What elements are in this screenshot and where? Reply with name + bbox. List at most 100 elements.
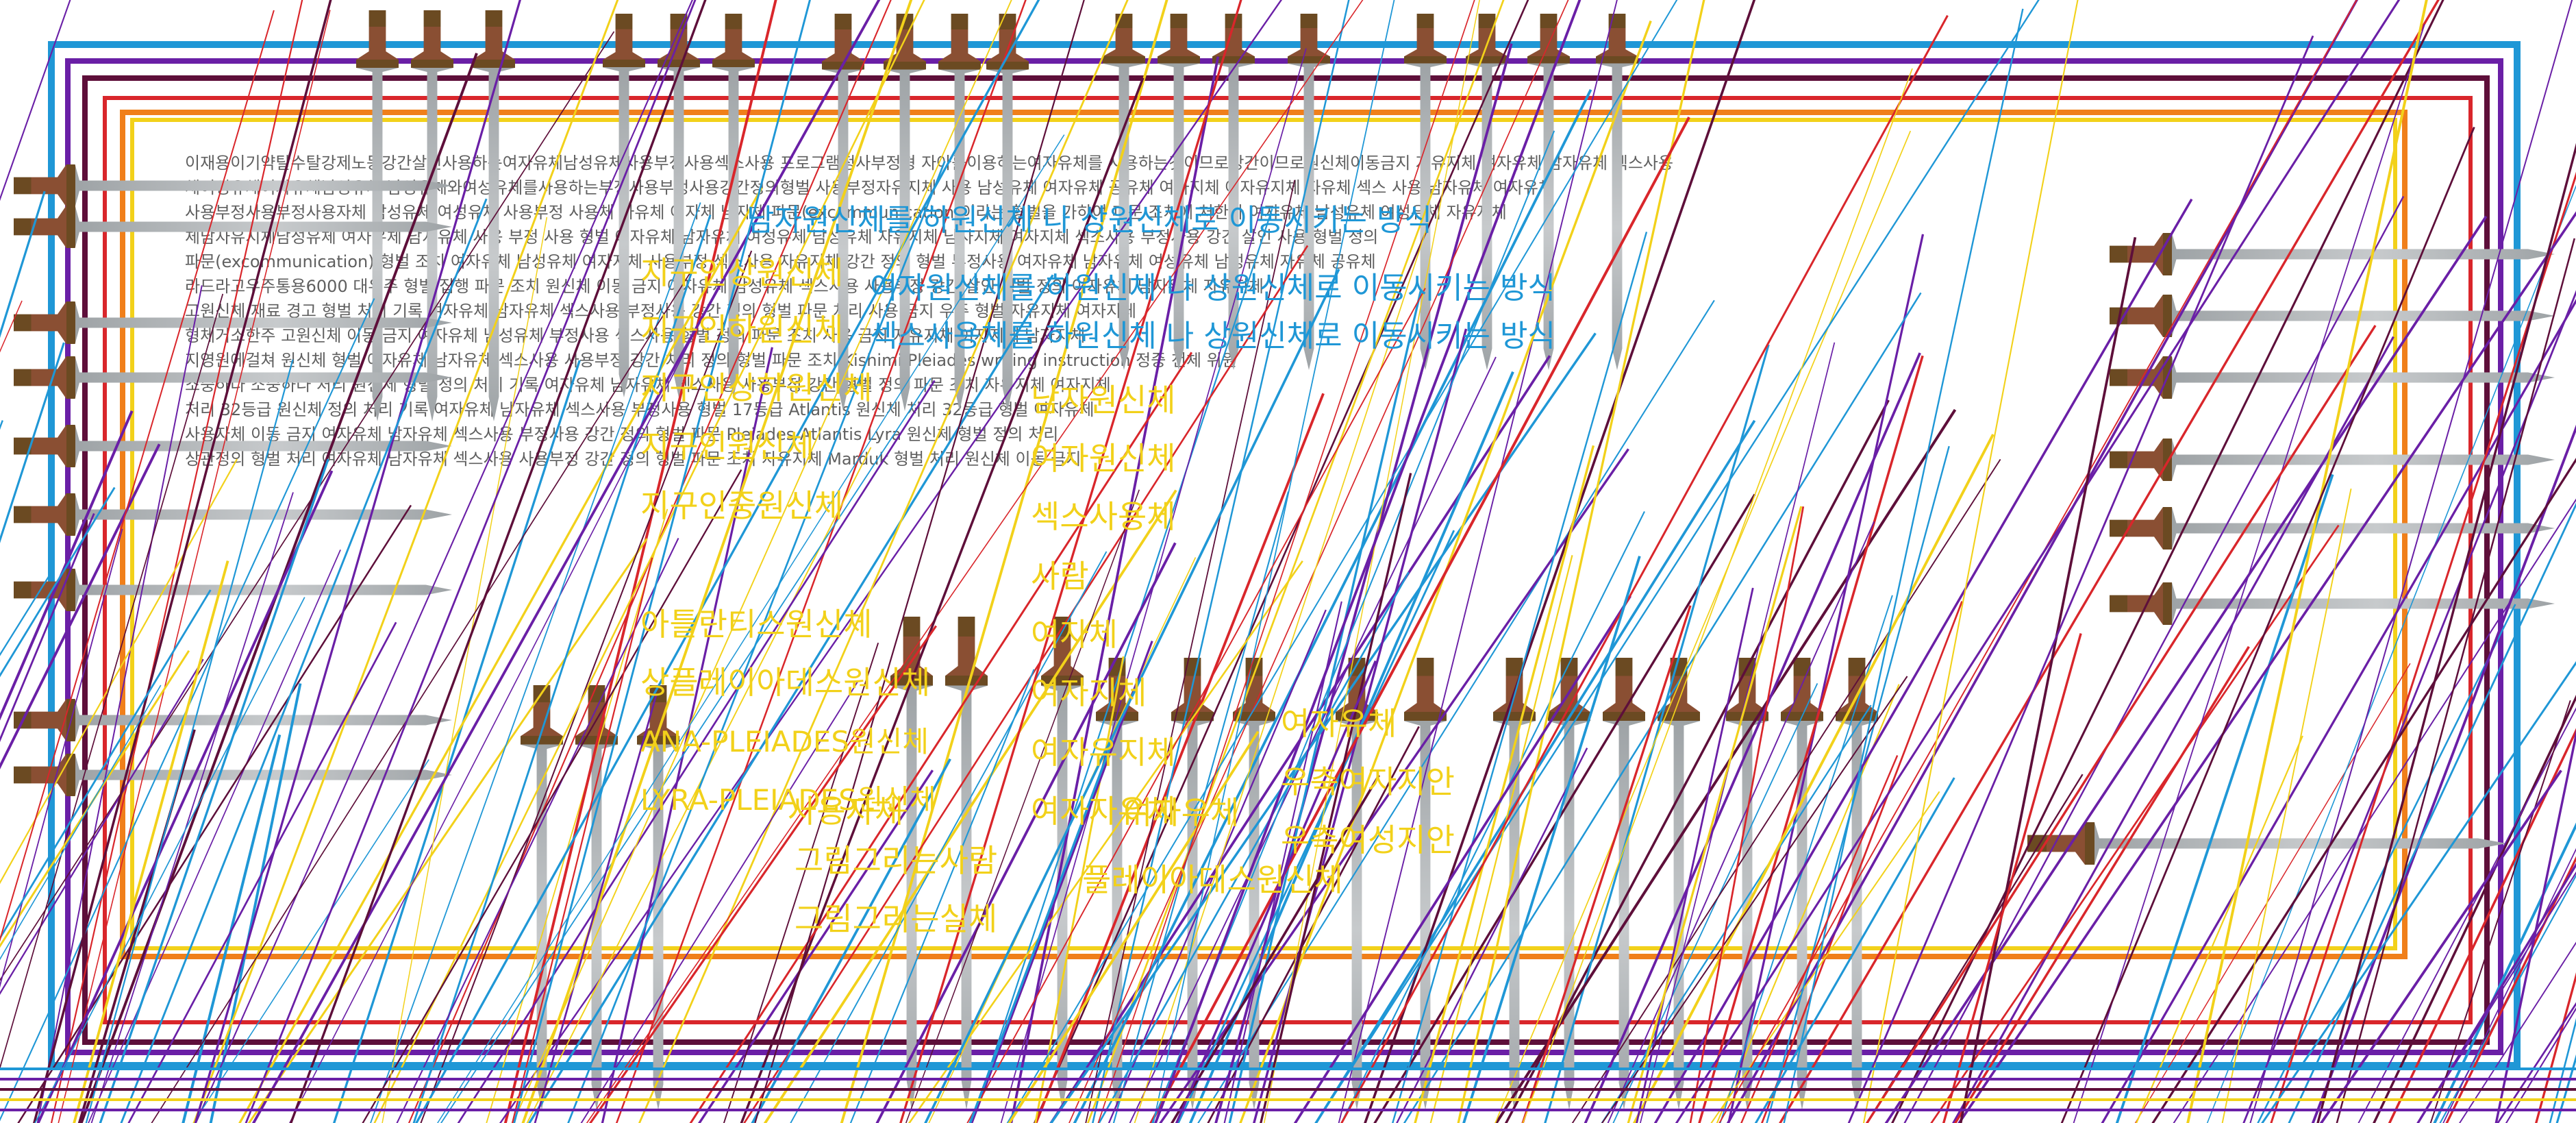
diagonal-line <box>2555 1054 2576 1123</box>
diagonal-line <box>1740 755 1899 1123</box>
diagonal-line <box>601 347 773 1123</box>
diagonal-line <box>1159 448 1629 1123</box>
diagonal-line <box>1522 68 1913 1123</box>
diagonal-line <box>1959 236 2137 1123</box>
diagonal-line <box>414 0 1040 1123</box>
diagonal-line <box>2442 848 2576 1123</box>
diagonal-line <box>1197 299 1715 1123</box>
diagonal-line <box>0 589 212 940</box>
diagonal-line <box>1340 14 1949 1123</box>
diagonal-line <box>2060 126 2475 1123</box>
diagonal-line <box>1862 0 2079 1123</box>
yellow-label: 여자유지체 <box>1031 734 1176 771</box>
diagonal-line <box>1495 408 1957 1123</box>
diagonal-line <box>534 695 658 1123</box>
diagonal-line <box>0 486 116 678</box>
diagonal-line <box>1632 434 1994 1123</box>
diagonal-line <box>1884 215 2488 1123</box>
yellow-label: 플레이아데스원신체 <box>1082 861 1343 898</box>
diagonal-line <box>192 759 429 1123</box>
yellow-label: 여자자유체 <box>1031 793 1176 830</box>
diagonal-line <box>2249 0 2573 1123</box>
diagonal-line <box>457 380 936 1123</box>
diagonal-line <box>1627 506 1803 1123</box>
diagonal-line <box>1726 0 2359 1123</box>
diagonal-line <box>0 528 123 988</box>
diagonal-line <box>289 288 718 1123</box>
diagonal-line <box>790 551 1108 1123</box>
yellow-label: ANA-PLEIADES원신체 <box>640 725 929 758</box>
diagonal-line <box>127 621 397 1123</box>
diagonal-line <box>396 537 679 1123</box>
diagonal-line <box>0 342 65 543</box>
diagonal-line <box>1340 511 1645 1123</box>
diagonal-line <box>723 642 879 1123</box>
diagonal-line <box>182 734 282 1123</box>
diagonal-line <box>2288 502 2576 1123</box>
diagonal-line <box>1175 660 1377 1123</box>
diagonal-line <box>503 0 777 1123</box>
diagonal-line <box>1098 571 1410 1123</box>
yellow-label: 아틀란티스원신체 <box>640 606 873 643</box>
diagonal-line <box>1521 605 1692 1123</box>
diagonal-line <box>2270 171 2576 1123</box>
diagonal-line <box>1779 0 2440 1123</box>
diagonal-line <box>1783 8 2024 1123</box>
diagonal-line <box>2433 822 2576 1123</box>
diagonal-line <box>247 538 648 1123</box>
diagonal-line <box>968 739 1114 1123</box>
diagonal-line <box>0 458 238 885</box>
diagonal-line <box>85 359 294 1123</box>
diagonal-line <box>2319 769 2562 1123</box>
diagonal-line <box>1953 645 2250 1123</box>
diagonal-line <box>362 469 742 1123</box>
diagonal-line <box>740 77 1145 1123</box>
diagonal-line <box>908 560 1303 1123</box>
diagonal-line <box>1263 0 1480 1123</box>
diagonal-line <box>526 447 872 1123</box>
diagonal-line <box>1607 521 1875 1123</box>
diagonal-line <box>1228 291 1422 1123</box>
diagonal-line <box>0 443 161 769</box>
body-text-line: 고원신체 재료 경고 형벌 처리 기록 여자유체 남자유체 섹스사용 부정사용 … <box>185 301 1137 321</box>
diagonal-line <box>73 560 229 1123</box>
yellow-label: LYRA-PLEIADES원신체 <box>640 783 936 817</box>
diagonal-line <box>2073 23 2425 1123</box>
diagonal-line <box>33 0 332 1123</box>
diagonal-line <box>370 202 701 1123</box>
diagonal-line <box>1097 0 1475 1123</box>
diagonal-line <box>2535 972 2576 1123</box>
diagonal-line <box>1495 130 1912 1123</box>
outer-blue-frame <box>48 41 2521 1069</box>
diagonal-line <box>2416 863 2576 1123</box>
diagonal-line <box>2458 941 2576 1123</box>
diagonal-line <box>2242 290 2576 1123</box>
diagonal-line <box>1006 0 1678 1123</box>
diagonal-line <box>2358 707 2576 1123</box>
diagonal-line <box>899 0 1242 1123</box>
yellow-label: 여자우체 <box>1123 794 1240 831</box>
diagonal-line <box>50 0 303 1123</box>
diagonal-line <box>763 489 1177 1123</box>
diagonal-line <box>586 0 1364 1123</box>
diagonal-line <box>2221 489 2352 1123</box>
diagonal-line <box>2336 238 2576 1123</box>
diagonal-line <box>966 288 1426 1123</box>
diagonal-line <box>120 198 488 1123</box>
diagonal-line <box>1112 491 1290 1123</box>
diagonal-line <box>1847 35 2314 1123</box>
yellow-label: 여자원신체 <box>1031 440 1176 477</box>
diagonal-line <box>1457 0 1705 1123</box>
diagonal-line <box>34 597 305 1123</box>
yellow-label: 그림그리는실체 <box>795 900 998 937</box>
diagonal-line <box>2429 700 2571 1123</box>
diagonal-line <box>0 298 375 1122</box>
diagonal-line <box>0 293 224 1070</box>
diagonal-line <box>192 0 619 1123</box>
diagonal-line <box>1761 601 1963 1123</box>
diagonal-line <box>697 769 934 1123</box>
diagonal-line <box>1260 473 1412 1123</box>
diagonal-line <box>689 351 1193 1123</box>
diagonal-line <box>499 0 1283 1123</box>
diagonal-line <box>412 214 712 1123</box>
